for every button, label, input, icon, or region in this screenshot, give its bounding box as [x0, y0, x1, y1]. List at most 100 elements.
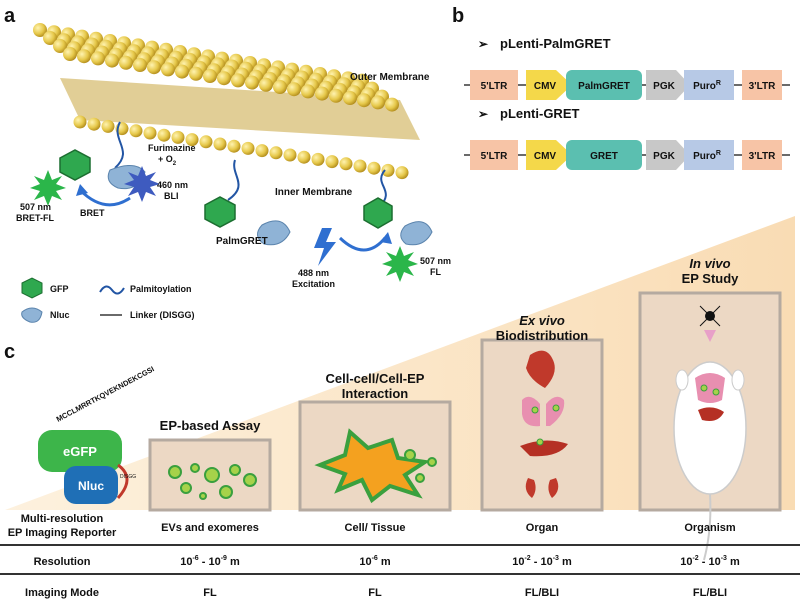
- lipid-head: [315, 86, 329, 101]
- furimazine-label: Furimazine: [148, 143, 196, 153]
- puro-label: PuroR: [693, 80, 721, 92]
- ltr3-label: 3'LTR: [749, 151, 776, 162]
- panel-label-a: a: [4, 5, 16, 27]
- lipid-head: [77, 49, 91, 64]
- excitation-arrowhead-icon: [380, 232, 392, 244]
- palmitoylation-tether-1: [114, 121, 124, 169]
- lipid-head: [129, 124, 143, 138]
- gene-label: PalmGRET: [578, 81, 630, 92]
- lipid-head: [297, 150, 311, 164]
- gene-box: [566, 70, 642, 100]
- bullet-icon: ➢: [478, 37, 489, 51]
- stage-resolution: 10-2 - 10-3 m: [680, 555, 740, 568]
- legend-palmitoylation-icon: [99, 285, 125, 295]
- fl-label: FL: [430, 267, 441, 277]
- cmv-label: CMV: [534, 151, 557, 162]
- lipid-head: [133, 58, 147, 72]
- lipid-head: [175, 64, 189, 79]
- cell-icon: [314, 428, 437, 504]
- lipid-head: [287, 82, 301, 97]
- lipid-head: [91, 51, 105, 66]
- ltr3-box: [742, 70, 782, 100]
- lipid-head: [189, 66, 203, 81]
- stage-titles: EP-based AssayCell-cell/Cell-EPInteracti…: [160, 256, 740, 433]
- lipid-head: [105, 53, 119, 68]
- palmgret-label: PalmGRET: [216, 236, 268, 247]
- legend-gfp-icon: [21, 277, 43, 299]
- lipid-head: [73, 115, 87, 129]
- gene-box: [566, 140, 642, 170]
- lipid-head: [213, 137, 227, 151]
- lipid-head: [43, 31, 57, 45]
- stage-subtitle: Biodistribution: [496, 328, 588, 343]
- mouse-icon: [673, 305, 747, 561]
- stage-category: Cell/ Tissue: [345, 522, 406, 534]
- lipid-head: [385, 97, 399, 112]
- stage-subtitle: Interaction: [342, 386, 409, 401]
- linker-icon: [116, 463, 129, 500]
- nluc-label: Nluc: [78, 479, 104, 493]
- lipid-head: [147, 60, 161, 75]
- legend-gfp-label: GFP: [50, 284, 69, 294]
- puro-box: [684, 140, 734, 170]
- lipid-head: [395, 166, 409, 180]
- gene-label: GRET: [590, 151, 618, 162]
- pgk-arrow: [646, 70, 690, 100]
- lipid-head: [161, 62, 175, 77]
- lipid-head: [185, 133, 199, 147]
- o2-label: + O2: [158, 154, 177, 167]
- legend-nluc-label: Nluc: [50, 310, 70, 320]
- lipid-head: [325, 155, 339, 169]
- bret-arrow-icon: [78, 188, 131, 207]
- egfp-label: eGFP: [63, 444, 97, 459]
- stage-category: Organ: [526, 522, 559, 534]
- ltr5-box: [470, 140, 518, 170]
- green-starburst-fl-icon: [382, 246, 418, 282]
- stage-title: In vivo: [689, 256, 730, 271]
- bret-label: BRET: [80, 208, 105, 218]
- egfp-box: [38, 430, 122, 472]
- lipid-head: [87, 117, 101, 131]
- legend-nluc-icon: [21, 307, 43, 323]
- stage-title: Ex vivo: [519, 313, 565, 328]
- nluc-box: [64, 466, 118, 504]
- lipid-head: [367, 161, 381, 175]
- excitation-nm-label: 488 nm: [298, 268, 329, 278]
- lipid-head: [283, 148, 297, 162]
- stage-imaging-mode: FL: [203, 587, 217, 599]
- stage-category: Organism: [684, 522, 736, 534]
- lipid-head: [101, 119, 115, 133]
- green-starburst-icon: [30, 170, 66, 206]
- puro-label: PuroR: [693, 150, 721, 162]
- lipid-head: [157, 128, 171, 142]
- legend-palmitoylation-label: Palmitoylation: [130, 284, 192, 294]
- lungs-icon: [522, 396, 565, 427]
- lipid-head: [53, 39, 67, 53]
- stage-title: Cell-cell/Cell-EP: [326, 371, 425, 386]
- panel-label-c: c: [4, 341, 15, 363]
- lipid-head: [353, 159, 367, 173]
- lipid-head: [339, 157, 353, 171]
- construct-title: pLenti-PalmGRET: [500, 36, 611, 51]
- linker-label: DISGG: [120, 474, 136, 480]
- nm460-label: 460 nm: [157, 180, 188, 190]
- liver-icon: [520, 440, 568, 457]
- bret-fl-label: BRET-FL: [16, 213, 54, 223]
- lipid-head: [227, 139, 241, 153]
- inner-membrane-label: Inner Membrane: [275, 187, 353, 198]
- lipid-head: [381, 163, 395, 177]
- pgk-arrow: [646, 140, 690, 170]
- blue-starburst-icon: [124, 166, 160, 202]
- outer-membrane-label: Outer Membrane: [350, 72, 430, 83]
- stage-imaging-mode: FL/BLI: [693, 587, 727, 599]
- lipid-head: [119, 55, 133, 70]
- lipid-head: [329, 88, 343, 103]
- bli-label: BLI: [164, 191, 179, 201]
- stage-category: EVs and exomeres: [161, 522, 259, 534]
- panel-label-b: b: [452, 5, 464, 27]
- pgk-label: PGK: [653, 151, 675, 162]
- membrane-inner-leaflet: [73, 115, 409, 180]
- lightning-icon: [314, 228, 336, 266]
